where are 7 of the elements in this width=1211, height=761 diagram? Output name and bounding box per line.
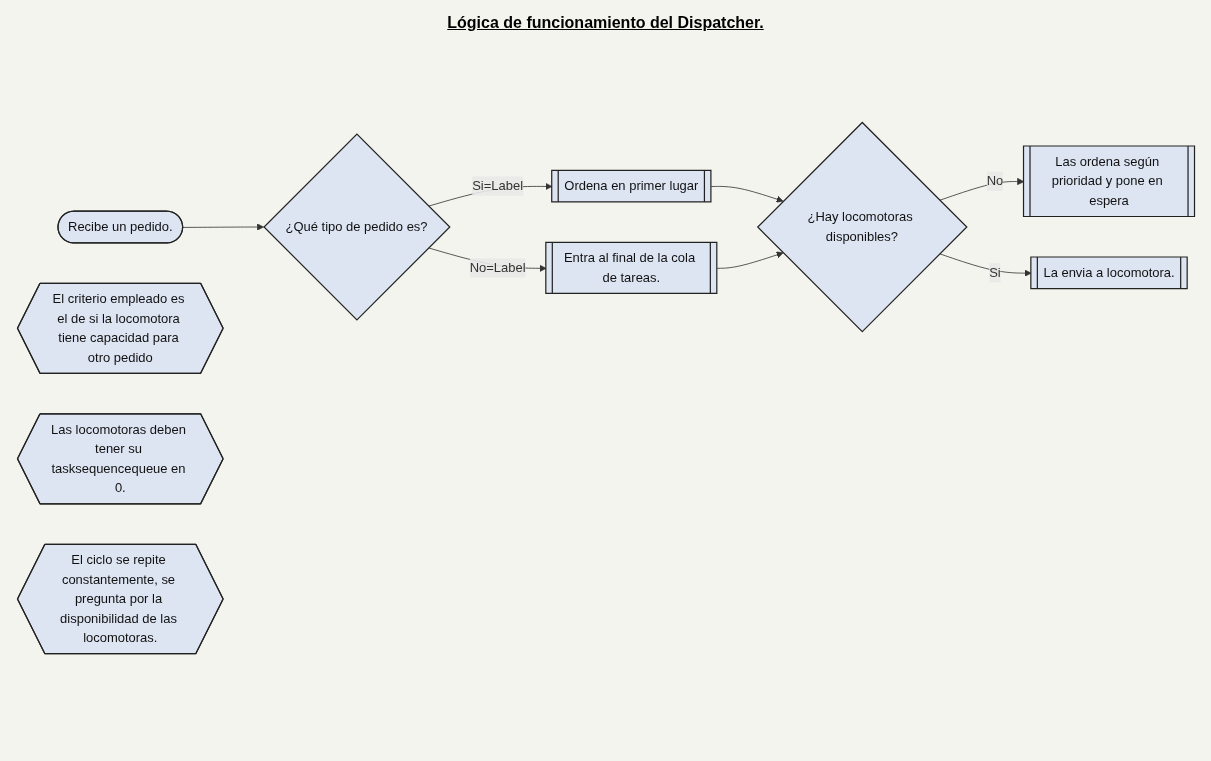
node-diamond: ¿Hay locomotoras disponibles? bbox=[756, 121, 968, 333]
edge-label: Si=Label bbox=[471, 178, 523, 193]
diagram-title: Lógica de funcionamiento del Dispatcher. bbox=[446, 14, 765, 32]
edge-label: No bbox=[986, 173, 1003, 188]
edge-label: Si bbox=[988, 265, 1001, 280]
node-diamond: ¿Qué tipo de pedido es? bbox=[262, 133, 451, 321]
edge-label: No=Label bbox=[469, 260, 526, 275]
